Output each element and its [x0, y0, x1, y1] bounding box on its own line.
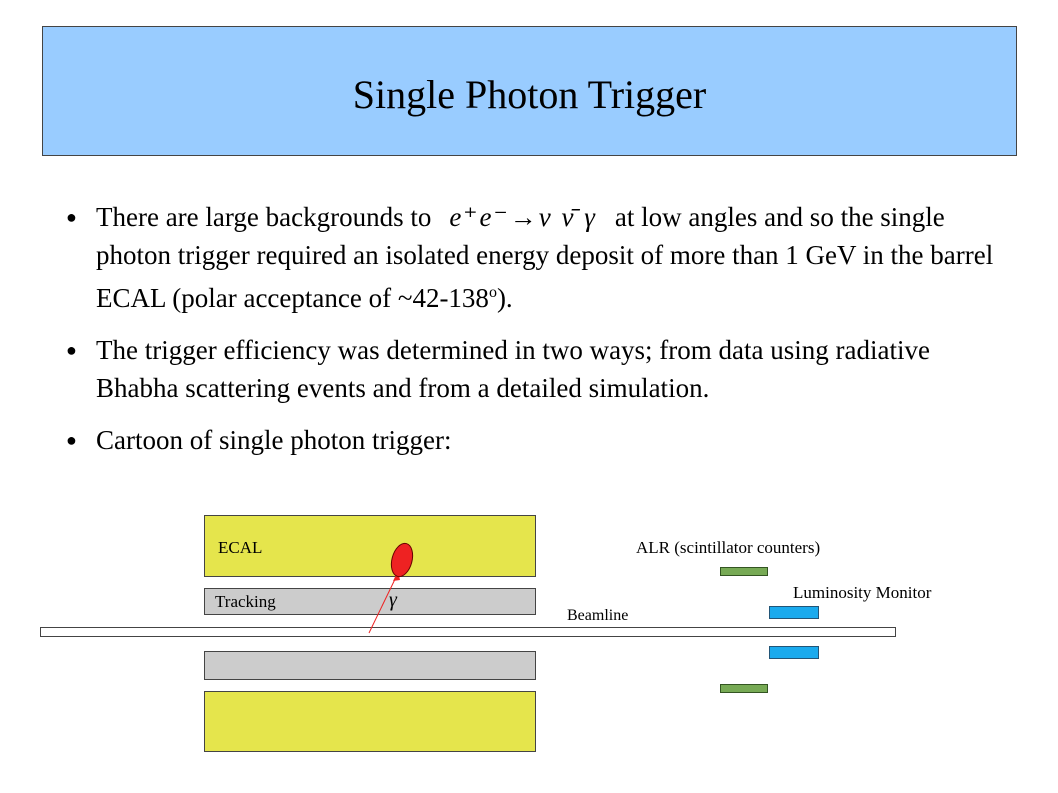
reaction-formula: e⁺e⁻→ν ν̄ γ — [449, 202, 597, 232]
bullet-3: ● Cartoon of single photon trigger: — [66, 421, 996, 459]
bullet-3-text: Cartoon of single photon trigger: — [96, 425, 452, 455]
bullet-2: ● The trigger efficiency was determined … — [66, 331, 996, 407]
lumi-label: Luminosity Monitor — [793, 583, 932, 602]
bullet-2-text: The trigger efficiency was determined in… — [96, 335, 930, 403]
slide-title: Single Photon Trigger — [352, 72, 707, 117]
tracking-label: Tracking — [215, 592, 276, 611]
alr-counter-bottom — [720, 684, 768, 693]
bullet-1: ● There are large backgrounds to e⁺e⁻→ν … — [66, 198, 996, 317]
bullet-1-pre: There are large backgrounds to — [96, 202, 432, 232]
bullet-dot: ● — [66, 430, 77, 450]
ecal-label: ECAL — [218, 538, 263, 557]
degree-symbol: o — [488, 284, 497, 301]
ecal-top-block — [204, 515, 536, 577]
title-box: Single Photon Trigger — [42, 26, 1017, 156]
photon-symbol: γ — [389, 589, 397, 611]
beamline — [40, 627, 896, 637]
lumi-monitor-bottom — [769, 646, 819, 659]
ecal-bottom-block — [204, 691, 536, 752]
alr-counter-top — [720, 567, 768, 576]
bullet-dot: ● — [66, 340, 77, 360]
beamline-label: Beamline — [567, 607, 629, 624]
tracking-bottom-block — [204, 651, 536, 680]
bullet-1-tail: ). — [496, 283, 513, 313]
bullet-list: ● There are large backgrounds to e⁺e⁻→ν … — [66, 198, 996, 473]
bullet-dot: ● — [66, 207, 77, 227]
lumi-monitor-top — [769, 606, 819, 619]
bullet-1-post: at low angles and so the single photon t… — [96, 202, 994, 313]
alr-label: ALR (scintillator counters) — [636, 538, 821, 557]
